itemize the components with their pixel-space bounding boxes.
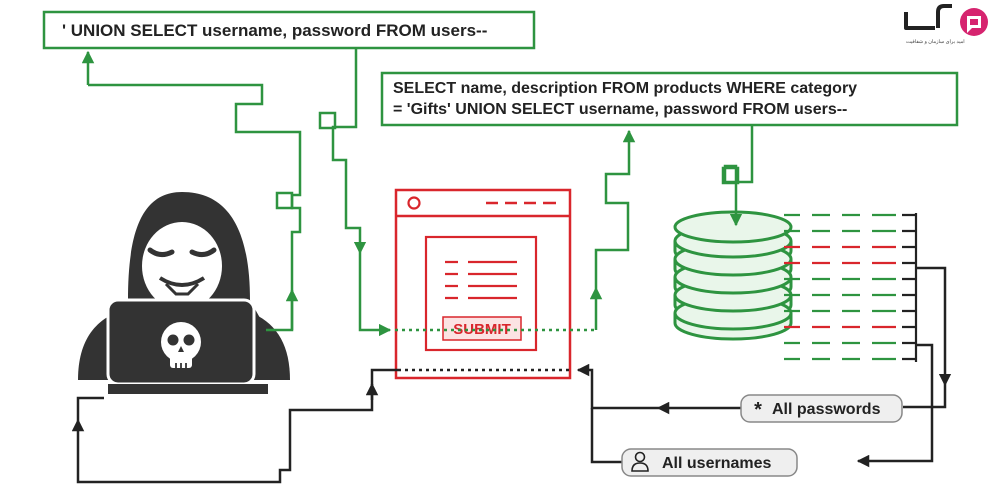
all-passwords-result: * All passwords (740, 394, 903, 423)
asterisk-icon: * (754, 399, 762, 421)
user-icon (631, 451, 649, 472)
data-table (784, 213, 918, 362)
injection-payload-box: ' UNION SELECT username, password FROM u… (42, 10, 536, 50)
full-query-line-1: SELECT name, description FROM products W… (393, 80, 857, 97)
all-passwords-label: All passwords (772, 401, 881, 418)
database-icon (673, 210, 793, 341)
hacker-icon (78, 192, 290, 394)
response-path (71, 266, 952, 484)
brand-logo: امید برای سازمان و شفافیت (904, 4, 988, 45)
logo-tagline: امید برای سازمان و شفافیت (906, 39, 965, 45)
table-row-users (784, 213, 896, 361)
submit-button[interactable] (442, 316, 522, 341)
skull-icon (161, 322, 201, 368)
full-query-line-2: = 'Gifts' UNION SELECT username, passwor… (393, 101, 847, 118)
attack-path (81, 48, 754, 337)
full-query-box: SELECT name, description FROM products W… (380, 71, 959, 127)
all-usernames-result: All usernames (621, 448, 798, 477)
all-usernames-label: All usernames (662, 455, 771, 472)
injection-payload-text: ' UNION SELECT username, password FROM u… (62, 21, 487, 40)
web-application-window: SUBMIT (394, 188, 572, 380)
